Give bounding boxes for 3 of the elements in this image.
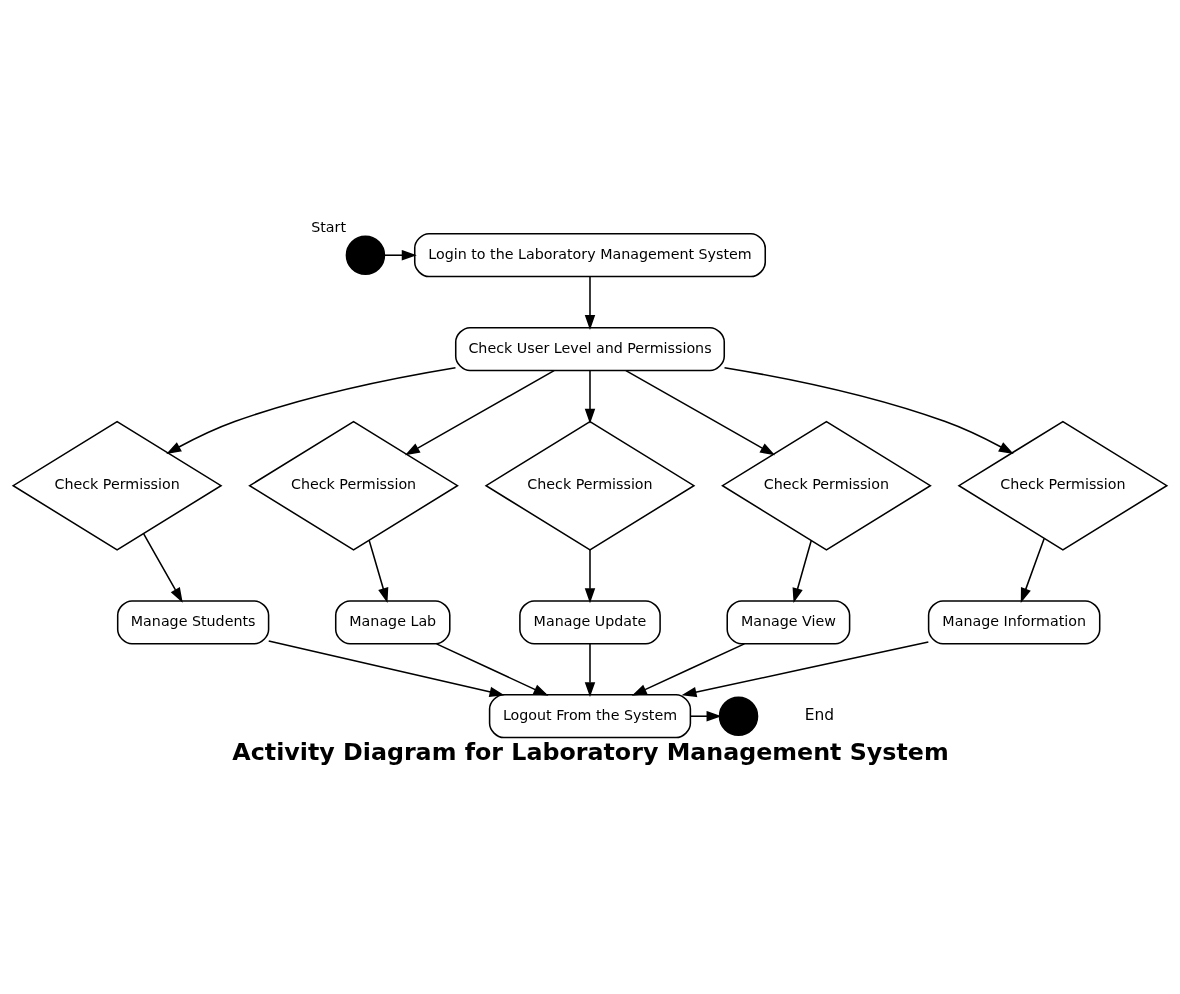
node-label: Start bbox=[311, 219, 346, 236]
node-label: End bbox=[804, 706, 834, 725]
diagram-title: Activity Diagram for Laboratory Management System bbox=[232, 738, 949, 767]
